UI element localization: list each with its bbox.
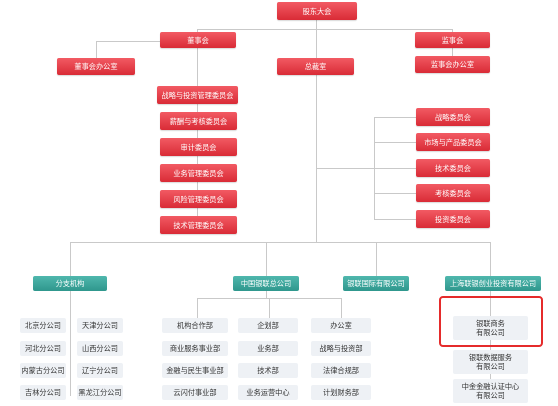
connector-line <box>374 168 416 169</box>
connector-line <box>452 29 453 32</box>
hq-dept-box: 战略与投资部 <box>311 341 371 356</box>
connector-line <box>374 117 416 118</box>
board-committee-box: 审计委员会 <box>160 138 237 156</box>
connector-line <box>374 219 416 220</box>
hq-dept-box: 技术部 <box>238 363 298 378</box>
connector-line <box>374 142 416 143</box>
gm-committee-box: 考核委员会 <box>416 184 490 202</box>
connector-line <box>266 290 267 298</box>
branch-box: 辽宁分公司 <box>77 363 123 378</box>
supervisors-box: 监事会 <box>415 32 490 48</box>
hq-dept-box: 金融与民生事业部 <box>162 363 228 378</box>
hq-dept-box: 法律合规部 <box>311 363 371 378</box>
hq-dept-box: 机构合作部 <box>162 318 228 333</box>
gm-committee-box: 战略委员会 <box>416 108 490 126</box>
board-box: 董事会 <box>160 32 236 48</box>
shareholders-box: 股东大会 <box>277 2 357 20</box>
connector-line <box>452 44 453 56</box>
connector-line <box>70 290 71 396</box>
connector-line <box>269 298 270 318</box>
connector-line <box>197 298 198 318</box>
hq-dept-box: 云闪付事业部 <box>162 385 228 400</box>
connector-line <box>376 242 377 276</box>
hq-dept-box: 办公室 <box>311 318 371 333</box>
connector-line <box>197 46 198 226</box>
branch-box: 北京分公司 <box>20 318 66 333</box>
subsidiary-box: 银联数据服务 有限公司 <box>453 350 528 374</box>
gm-office-box: 总裁室 <box>277 58 354 75</box>
connector-line <box>490 290 491 396</box>
connector-line <box>70 242 490 243</box>
board-committee-box: 战略与投资管理委员会 <box>157 86 238 104</box>
gm-committee-box: 市场与产品委员会 <box>416 133 490 151</box>
highlight-frame <box>439 296 543 347</box>
connector-line <box>96 41 97 58</box>
connector-line <box>341 298 342 318</box>
hq-dept-box: 商业服务事业部 <box>162 341 228 356</box>
connector-line <box>96 41 160 42</box>
supervisors-office-box: 监事会办公室 <box>415 56 490 73</box>
board-committee-box: 技术管理委员会 <box>160 216 237 234</box>
branch-box: 内蒙古分公司 <box>20 363 66 378</box>
board-committee-box: 风险管理委员会 <box>160 190 237 208</box>
subsidiary-box: 银联商务 有限公司 <box>453 316 528 340</box>
hq-header: 中国银联总公司 <box>233 276 299 291</box>
branch-box: 山西分公司 <box>77 341 123 356</box>
subsidiary-box: 中金金融认证中心 有限公司 <box>453 379 528 403</box>
gm-committee-box: 投资委员会 <box>416 210 490 228</box>
connector-line <box>197 29 452 30</box>
connector-line <box>197 29 198 32</box>
board-committee-box: 业务管理委员会 <box>160 164 237 182</box>
branch-box: 天津分公司 <box>77 318 123 333</box>
connector-line <box>266 242 267 276</box>
hq-dept-box: 企划部 <box>238 318 298 333</box>
connector-line <box>70 242 71 276</box>
intl-header: 银联国际有限公司 <box>343 276 409 291</box>
gm-committee-box: 技术委员会 <box>416 159 490 177</box>
connector-line <box>374 193 416 194</box>
hq-dept-box: 计划财务部 <box>311 385 371 400</box>
sh-header: 上海联银创业投资有限公司 <box>445 276 541 291</box>
connector-line <box>316 168 374 169</box>
hq-dept-box: 业务部 <box>238 341 298 356</box>
branch-box: 黑龙江分公司 <box>77 385 123 400</box>
branch-box: 河北分公司 <box>20 341 66 356</box>
connector-line <box>316 20 317 242</box>
board-office-box: 董事会办公室 <box>57 58 135 75</box>
branch-box: 吉林分公司 <box>20 385 66 400</box>
board-committee-box: 薪酬与考核委员会 <box>160 112 237 130</box>
branches-header: 分支机构 <box>33 276 107 291</box>
hq-dept-box: 业务运营中心 <box>238 385 298 400</box>
connector-line <box>490 242 491 276</box>
